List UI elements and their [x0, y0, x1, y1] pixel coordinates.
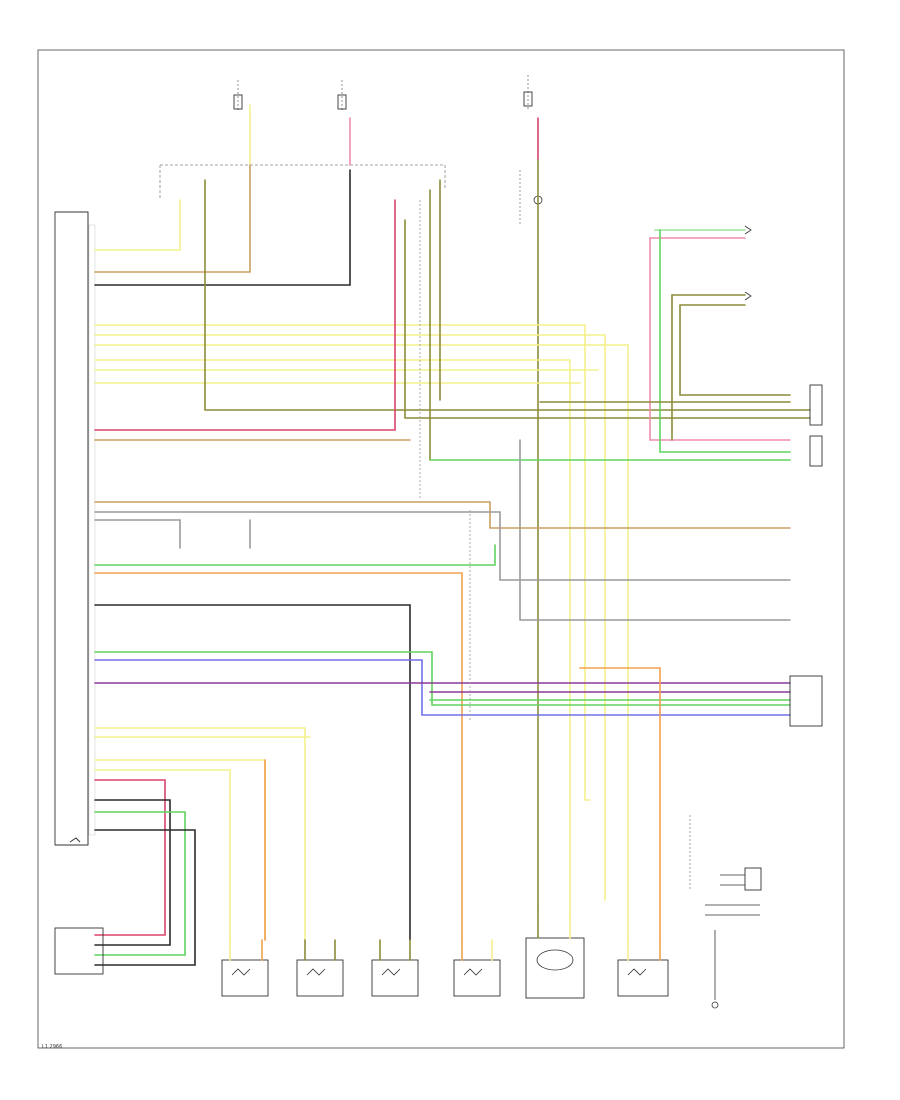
chime-sensor [519, 159, 543, 911]
airbag-control-module [54, 211, 96, 846]
wire-harness [94, 164, 811, 966]
fuse-stub-2 [337, 80, 351, 166]
diagram-frame [37, 49, 845, 1049]
chime-assembly [689, 815, 762, 1009]
bottom-components [54, 927, 669, 999]
fuse-stub-3 [523, 75, 539, 161]
front-pretensioner-right [296, 959, 344, 997]
spiral-cable-driver-airbag [525, 937, 585, 999]
component-feed-wires [229, 909, 661, 961]
left-side-airbag-sensor [453, 959, 501, 997]
left-front-airbag-sensor-box [54, 927, 104, 975]
passenger-airbag-module [617, 959, 669, 997]
footer-code: L1 2966 [42, 1044, 62, 1050]
front-pretensioner-left [371, 959, 419, 997]
right-side-airbag-sensor [221, 959, 269, 997]
module-pin-column [88, 224, 96, 836]
right-connector-stack [744, 225, 823, 727]
fuse-stub-1 [233, 80, 251, 166]
